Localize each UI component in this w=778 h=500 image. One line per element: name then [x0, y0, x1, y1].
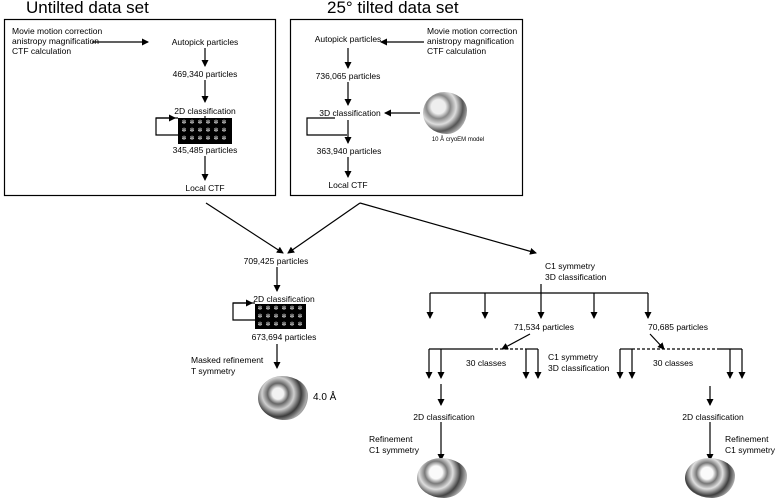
merged-count: 709,425 particles — [243, 256, 309, 266]
right-preprocess-1: Movie motion correction — [427, 26, 518, 36]
untilted-box — [3, 18, 277, 197]
c1-symmetry-1: C1 symmetry — [545, 261, 596, 271]
refine-a-1: Refinement — [369, 434, 413, 444]
merged-count-2: 673,694 particles — [251, 332, 317, 342]
left-preprocess-2: anistropy magnification — [12, 36, 99, 46]
masked-refinement-1: Masked refinement — [191, 355, 264, 365]
right-count-1: 736,065 particles — [315, 71, 381, 81]
map-4a-image — [258, 376, 308, 420]
refine-b-2: C1 symmetry — [725, 445, 776, 455]
branch-2d-classification-b: 2D classification — [682, 412, 744, 422]
left-autopick: Autopick particles — [171, 37, 239, 47]
left-count-1: 469,340 particles — [172, 69, 238, 79]
sub-symmetry-1: C1 symmetry — [548, 352, 599, 362]
left-local-ctf: Local CTF — [185, 183, 225, 193]
sub-symmetry-2: 3D classification — [548, 363, 610, 373]
refine-a-2: C1 symmetry — [369, 445, 420, 455]
right-preprocess-2: anistropy magnification — [427, 36, 514, 46]
branch-2d-classification-a: 2D classification — [413, 412, 475, 422]
right-count-2: 363,940 particles — [316, 146, 382, 156]
right-preprocess-3: CTF calculation — [427, 46, 487, 56]
right-3d-classification: 3D classification — [319, 108, 381, 118]
map-a-image — [417, 458, 467, 498]
left-2d-classification: 2D classification — [174, 106, 236, 116]
masked-refinement-2: T symmetry — [191, 366, 236, 376]
right-local-ctf: Local CTF — [328, 180, 368, 190]
tilted-title: 25° tilted data set — [327, 0, 459, 17]
left-preprocess-3: CTF calculation — [12, 46, 72, 56]
merged-class-averages: ✲✲✲✲✲✲ ✲✲✲✲✲✲ ✲✲✲✲✲✲ — [255, 304, 306, 329]
left-class-averages: ✲✲✲✲✲✲ ✲✲✲✲✲✲ ✲✲✲✲✲✲ — [178, 118, 232, 144]
branch-count-a: 71,534 particles — [513, 322, 575, 332]
untilted-title: Untilted data set — [26, 0, 149, 17]
refine-b-1: Refinement — [725, 434, 769, 444]
classes-a: 30 classes — [466, 358, 507, 368]
class-average-grid: ✲✲✲✲✲✲ ✲✲✲✲✲✲ ✲✲✲✲✲✲ — [257, 306, 303, 328]
class-average-grid: ✲✲✲✲✲✲ ✲✲✲✲✲✲ ✲✲✲✲✲✲ — [181, 120, 227, 142]
classes-b: 30 classes — [653, 358, 694, 368]
left-count-2: 345,485 particles — [172, 145, 238, 155]
map-b-image — [685, 458, 735, 498]
tilted-box — [289, 18, 524, 197]
branch-count-b: 70,685 particles — [647, 322, 709, 332]
cryoem-model-label: 10 Å cryoEM model — [431, 137, 485, 143]
resolution-label: 4.0 Å — [313, 392, 337, 403]
right-autopick: Autopick particles — [314, 34, 382, 44]
left-preprocess-1: Movie motion correction — [12, 26, 103, 36]
cryoem-model-image — [423, 92, 467, 134]
c1-symmetry-2: 3D classification — [545, 272, 607, 282]
merged-2d-classification: 2D classification — [253, 294, 315, 304]
